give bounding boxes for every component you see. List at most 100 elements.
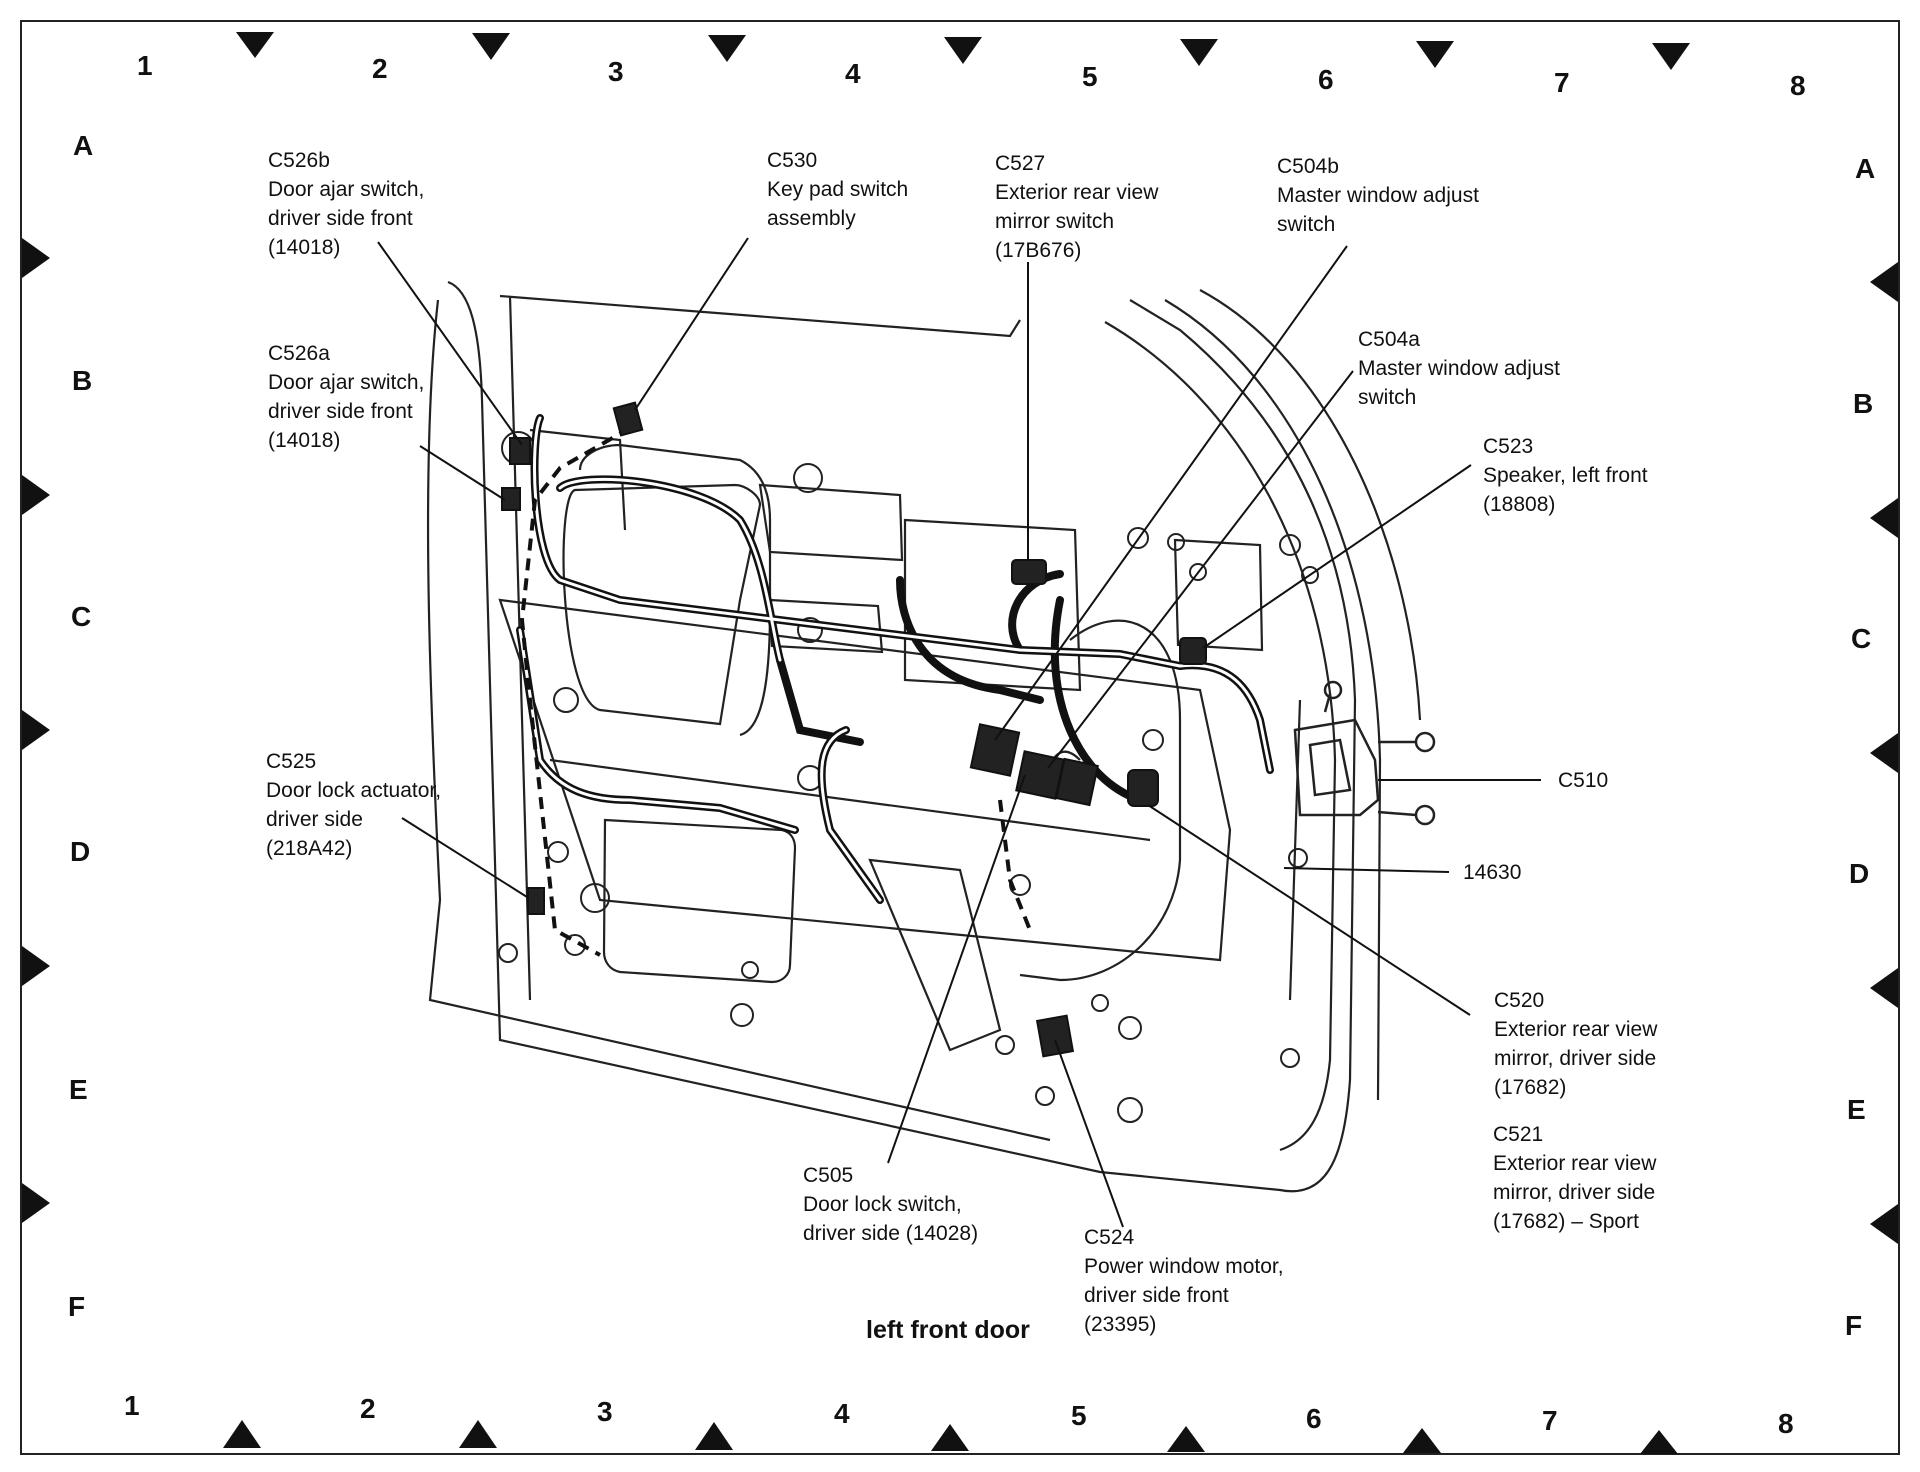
- grid-col-bottom-5: 5: [1071, 1400, 1087, 1431]
- grid-col-top-4: 4: [845, 58, 861, 89]
- grid-col-top-3: 3: [608, 56, 624, 87]
- callout-code: C527: [995, 152, 1046, 175]
- callout-line: switch: [1358, 386, 1417, 409]
- callout-14630: 14630: [1463, 858, 1521, 887]
- callout-line: Key pad switch: [767, 178, 909, 201]
- callout-line: Exterior rear view: [1494, 1018, 1658, 1041]
- callout-line: driver side: [266, 808, 363, 831]
- callout-line: (14018): [268, 429, 341, 452]
- grid-col-top-8: 8: [1790, 70, 1806, 101]
- connector-c530: [612, 401, 644, 437]
- callout-code: C526a: [268, 342, 330, 365]
- callout-code: C521: [1493, 1123, 1544, 1146]
- callout-c504a: C504a Master window adjust switch: [1358, 325, 1560, 412]
- grid-col-top-5: 5: [1082, 61, 1098, 92]
- callout-c523: C523 Speaker, left front (18808): [1483, 432, 1648, 519]
- callout-code: C510: [1558, 769, 1609, 792]
- callout-c505: C505 Door lock switch, driver side (1402…: [803, 1161, 978, 1248]
- callout-line: Master window adjust: [1277, 184, 1479, 207]
- connector-c504b: [969, 723, 1021, 777]
- grid-col-top-7: 7: [1554, 67, 1570, 98]
- callout-line: switch: [1277, 213, 1336, 236]
- callout-line: (23395): [1084, 1313, 1157, 1336]
- grid-row-left-F: F: [68, 1291, 86, 1322]
- grid-row-left-E: E: [69, 1074, 88, 1105]
- grid-col-bottom-7: 7: [1542, 1405, 1558, 1436]
- callout-line: driver side (14028): [803, 1222, 979, 1245]
- mirror-assembly: [1293, 680, 1436, 826]
- grid-col-bottom-6: 6: [1306, 1403, 1322, 1434]
- leader-lines: [377, 237, 1541, 1228]
- callout-line: assembly: [767, 207, 856, 230]
- diagram-caption: left front door: [866, 1316, 1030, 1344]
- callout-c504b: C504b Master window adjust switch: [1277, 152, 1479, 239]
- callout-c510: C510: [1558, 766, 1608, 795]
- grid-row-right-B: B: [1853, 388, 1874, 419]
- callout-code: C505: [803, 1164, 854, 1187]
- grid-col-bottom-2: 2: [360, 1393, 376, 1424]
- connector-c526b: [509, 437, 531, 465]
- grid-row-left-D: D: [70, 836, 91, 867]
- connector-c525: [527, 887, 545, 915]
- wiring-harness: [516, 414, 1274, 904]
- callout-line: Door lock switch,: [803, 1193, 962, 1216]
- grid-col-bottom-4: 4: [834, 1398, 850, 1429]
- connector-master-window-switch: [1055, 757, 1099, 807]
- callout-line: mirror, driver side: [1493, 1181, 1656, 1204]
- callout-code: C530: [767, 149, 818, 172]
- callout-line: (18808): [1483, 493, 1556, 516]
- grid-row-right-C: C: [1851, 623, 1872, 654]
- callout-line: (218A42): [266, 837, 353, 860]
- door-panel-holes: [498, 431, 1319, 1123]
- callout-code: C526b: [268, 149, 330, 172]
- connector-c524: [1035, 1014, 1075, 1058]
- callout-line: Power window motor,: [1084, 1255, 1284, 1278]
- dashed-harness: [519, 426, 1032, 957]
- grid-col-top-2: 2: [372, 53, 388, 84]
- diagram-frame: [20, 20, 1900, 1455]
- grid-col-bottom-1: 1: [124, 1390, 140, 1421]
- callout-code: C524: [1084, 1226, 1135, 1249]
- grid-row-right-D: D: [1849, 858, 1870, 889]
- callout-line: (17B676): [995, 239, 1082, 262]
- callout-line: mirror switch: [995, 210, 1114, 233]
- callout-c526a: C526a Door ajar switch, driver side fron…: [268, 339, 424, 455]
- callout-code: C525: [266, 750, 317, 773]
- callout-line: driver side front: [268, 400, 413, 423]
- callout-line: Door ajar switch,: [268, 178, 425, 201]
- callout-c525: C525 Door lock actuator, driver side (21…: [266, 747, 441, 863]
- callout-code: C504b: [1277, 155, 1339, 178]
- callout-c526b: C526b Door ajar switch, driver side fron…: [268, 146, 424, 262]
- callout-line: Speaker, left front: [1483, 464, 1648, 487]
- callout-line: Exterior rear view: [1493, 1152, 1657, 1175]
- callout-c521: C521 Exterior rear view mirror, driver s…: [1493, 1120, 1656, 1236]
- grid-row-right-A: A: [1855, 153, 1876, 184]
- grid-row-right-F: F: [1845, 1310, 1863, 1341]
- grid-row-left-A: A: [73, 130, 94, 161]
- grid-row-left-C: C: [71, 601, 92, 632]
- callout-line: (17682) – Sport: [1493, 1210, 1639, 1233]
- callout-line: (17682): [1494, 1076, 1567, 1099]
- door-panel: [426, 280, 1422, 1193]
- callout-line: (14018): [268, 236, 341, 259]
- callout-c530: C530 Key pad switch assembly: [767, 146, 908, 233]
- grid-row-left-B: B: [72, 365, 93, 396]
- callout-line: mirror, driver side: [1494, 1047, 1657, 1070]
- callout-c527: C527 Exterior rear view mirror switch (1…: [995, 149, 1158, 265]
- callout-line: Door ajar switch,: [268, 371, 425, 394]
- callout-code: C523: [1483, 435, 1534, 458]
- callout-c520: C520 Exterior rear view mirror, driver s…: [1494, 986, 1657, 1102]
- grid-col-bottom-3: 3: [597, 1396, 613, 1427]
- callout-line: Master window adjust: [1358, 357, 1560, 380]
- callout-line: driver side front: [1084, 1284, 1229, 1307]
- callout-code: 14630: [1463, 861, 1522, 884]
- grid-col-bottom-8: 8: [1778, 1408, 1794, 1439]
- connector-c523: [1179, 637, 1207, 665]
- callout-line: driver side front: [268, 207, 413, 230]
- callout-code: C520: [1494, 989, 1545, 1012]
- callout-line: Door lock actuator,: [266, 779, 442, 802]
- grid-row-right-E: E: [1847, 1094, 1866, 1125]
- grid-tick-marks: [22, 32, 1898, 1454]
- grid-col-top-1: 1: [137, 50, 153, 81]
